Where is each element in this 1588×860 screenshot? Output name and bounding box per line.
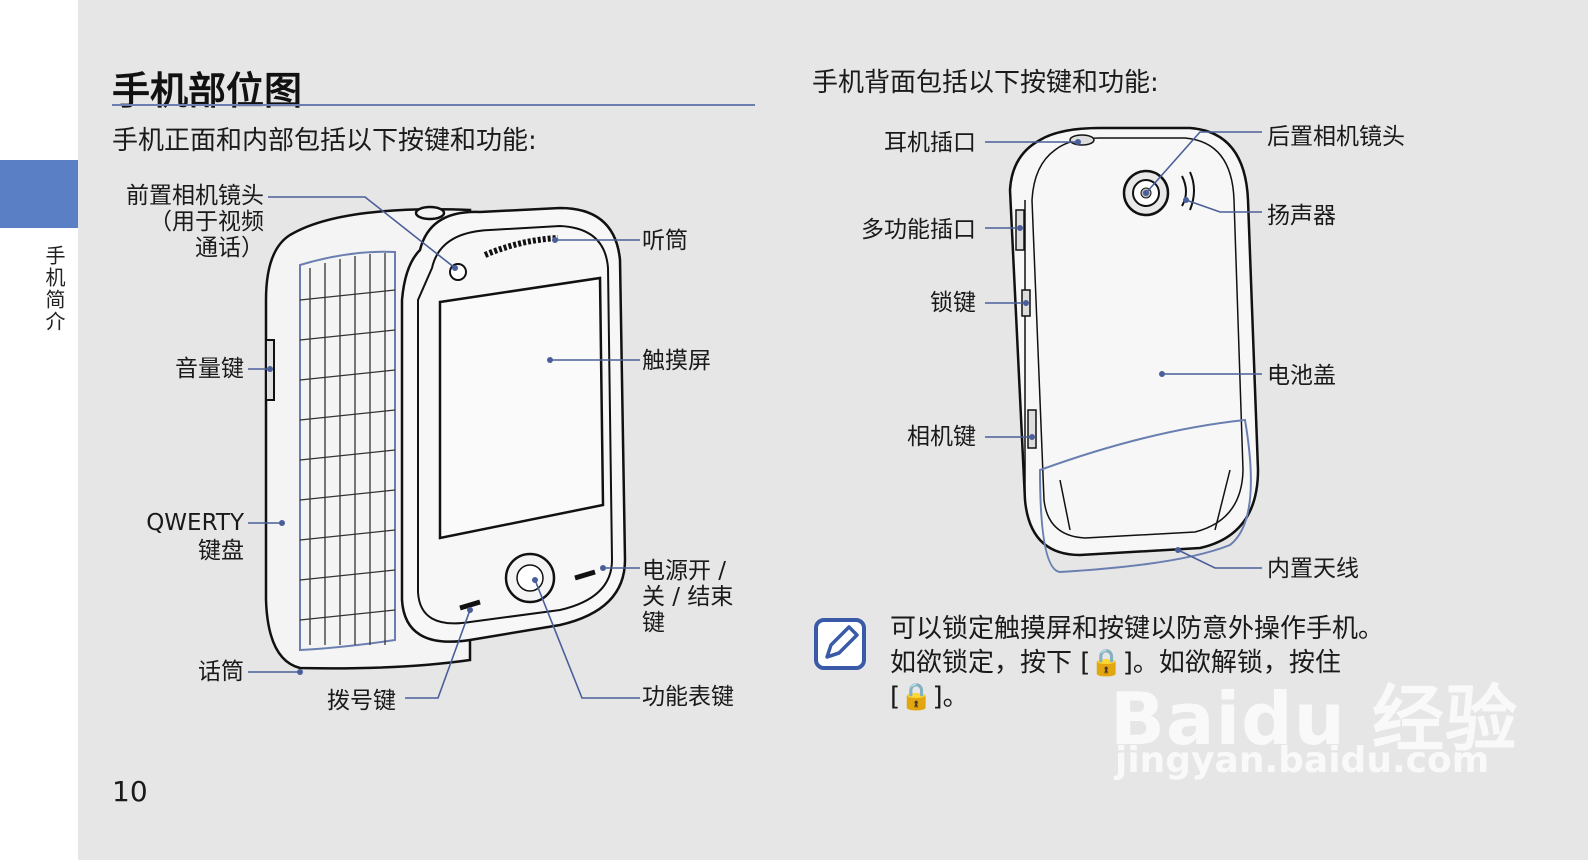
top-jack [414,205,446,221]
label-power-key-3: 键 [642,610,665,636]
label-earpiece: 听筒 [642,228,688,254]
label-speaker: 扬声器 [1267,203,1336,229]
label-volume-key: 音量键 [175,356,244,382]
note-pencil-icon [814,618,866,670]
label-lock-key: 锁键 [930,290,976,316]
camera-key [1027,409,1037,449]
label-antenna: 内置天线 [1267,556,1359,582]
label-dial-key: 拨号键 [327,688,396,714]
label-front-camera-2: （用于视频 [149,209,264,235]
chapter-label: 手机简介 [42,245,66,333]
note-text: 可以锁定触摸屏和按键以防意外操作手机。 如欲锁定，按下 [🔒]。如欲解锁，按住 … [890,612,1490,714]
screen [438,276,605,540]
watermark-url: jingyan.baidu.com [1115,740,1490,781]
note-line-2: 如欲锁定，按下 [🔒]。如欲解锁，按住 [890,648,1341,678]
label-headset-jack: 耳机插口 [884,130,976,156]
label-front-camera-3: 通话） [195,235,264,261]
label-touchscreen: 触摸屏 [642,348,711,374]
front-subtitle: 手机正面和内部包括以下按键和功能: [112,126,537,156]
label-qwerty-2: 键盘 [198,538,244,564]
label-battery-cover: 电池盖 [1267,363,1336,389]
page-number: 10 [112,775,148,808]
label-rear-camera: 后置相机镜头 [1267,124,1405,150]
label-menu-key: 功能表键 [642,684,734,710]
watermark-logo: Baidu 经验 [1110,677,1519,761]
back-top-jack [1069,134,1095,146]
antenna-area [1038,418,1252,574]
label-mic: 话筒 [198,659,244,685]
label-front-camera: 前置相机镜头 [126,183,264,209]
label-power-key-2: 关 / 结束 [642,584,734,610]
earpiece-grille [483,235,559,258]
label-multi-jack: 多功能插口 [861,217,976,243]
back-subtitle: 手机背面包括以下按键和功能: [812,68,1159,98]
label-camera-key: 相机键 [907,424,976,450]
title-underline [112,104,755,106]
end-key [574,569,596,581]
chapter-tab [0,160,78,228]
note-line-1: 可以锁定触摸屏和按键以防意外操作手机。 [890,614,1385,644]
dial-key [459,599,481,611]
speaker-slots [1181,171,1195,211]
qwerty-keys [299,250,396,652]
note-line-3: [🔒]。 [890,682,969,712]
label-power-key: 电源开 / [642,558,727,584]
label-qwerty: QWERTY [146,510,244,536]
